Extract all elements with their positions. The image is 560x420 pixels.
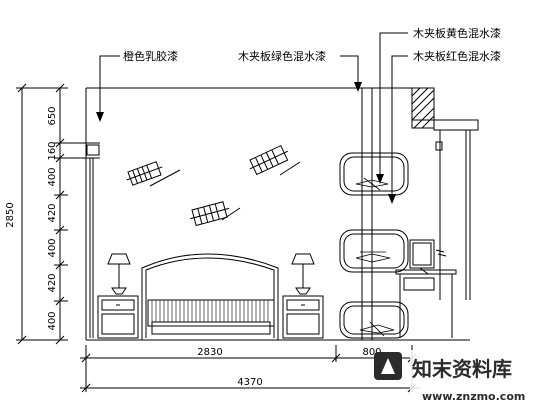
label-plywood-yellow: 木夹板黄色混水漆: [413, 26, 501, 40]
dim-v-seg-2: 160: [47, 141, 58, 160]
nightstand-left: [97, 295, 139, 339]
capsule-shelves: [339, 152, 409, 339]
desk-with-monitor: [395, 239, 457, 338]
bed-slats: [151, 300, 269, 322]
structural-column: [411, 87, 479, 300]
dim-v-seg-5: 400: [47, 238, 58, 257]
dim-total-height: 2850: [5, 202, 16, 227]
dim-v-seg-7: 400: [47, 311, 58, 330]
vertical-dimension-chain: [16, 83, 100, 345]
watermark: 知末资料库 www.znzmo.com: [374, 350, 560, 420]
label-plywood-green: 木夹板绿色混水漆: [238, 49, 326, 63]
watermark-url: www.znzmo.com: [422, 390, 525, 403]
dim-h-seg-1: 2830: [197, 347, 222, 358]
leader-arrows: [96, 82, 396, 204]
table-lamp-right: [291, 253, 315, 295]
bed: [141, 253, 279, 340]
nightstand-right: [282, 295, 324, 339]
dim-v-seg-3: 400: [47, 167, 58, 186]
watermark-brand: 知末资料库: [412, 357, 512, 381]
dim-h-seg-2: 800: [362, 347, 381, 358]
label-orange-latex: 橙色乳胶漆: [123, 49, 178, 63]
dim-total-width: 4370: [237, 377, 262, 388]
dim-v-seg-1: 650: [47, 106, 58, 125]
dim-v-seg-4: 420: [47, 203, 58, 222]
shelf-models: [355, 177, 395, 337]
dim-v-seg-6: 420: [47, 273, 58, 292]
leader-lines: [99, 32, 408, 200]
wall-model-planes: [126, 144, 301, 227]
table-lamp-left: [107, 253, 131, 295]
watermark-logo-icon: [374, 352, 402, 380]
label-plywood-red: 木夹板红色混水漆: [413, 49, 501, 63]
